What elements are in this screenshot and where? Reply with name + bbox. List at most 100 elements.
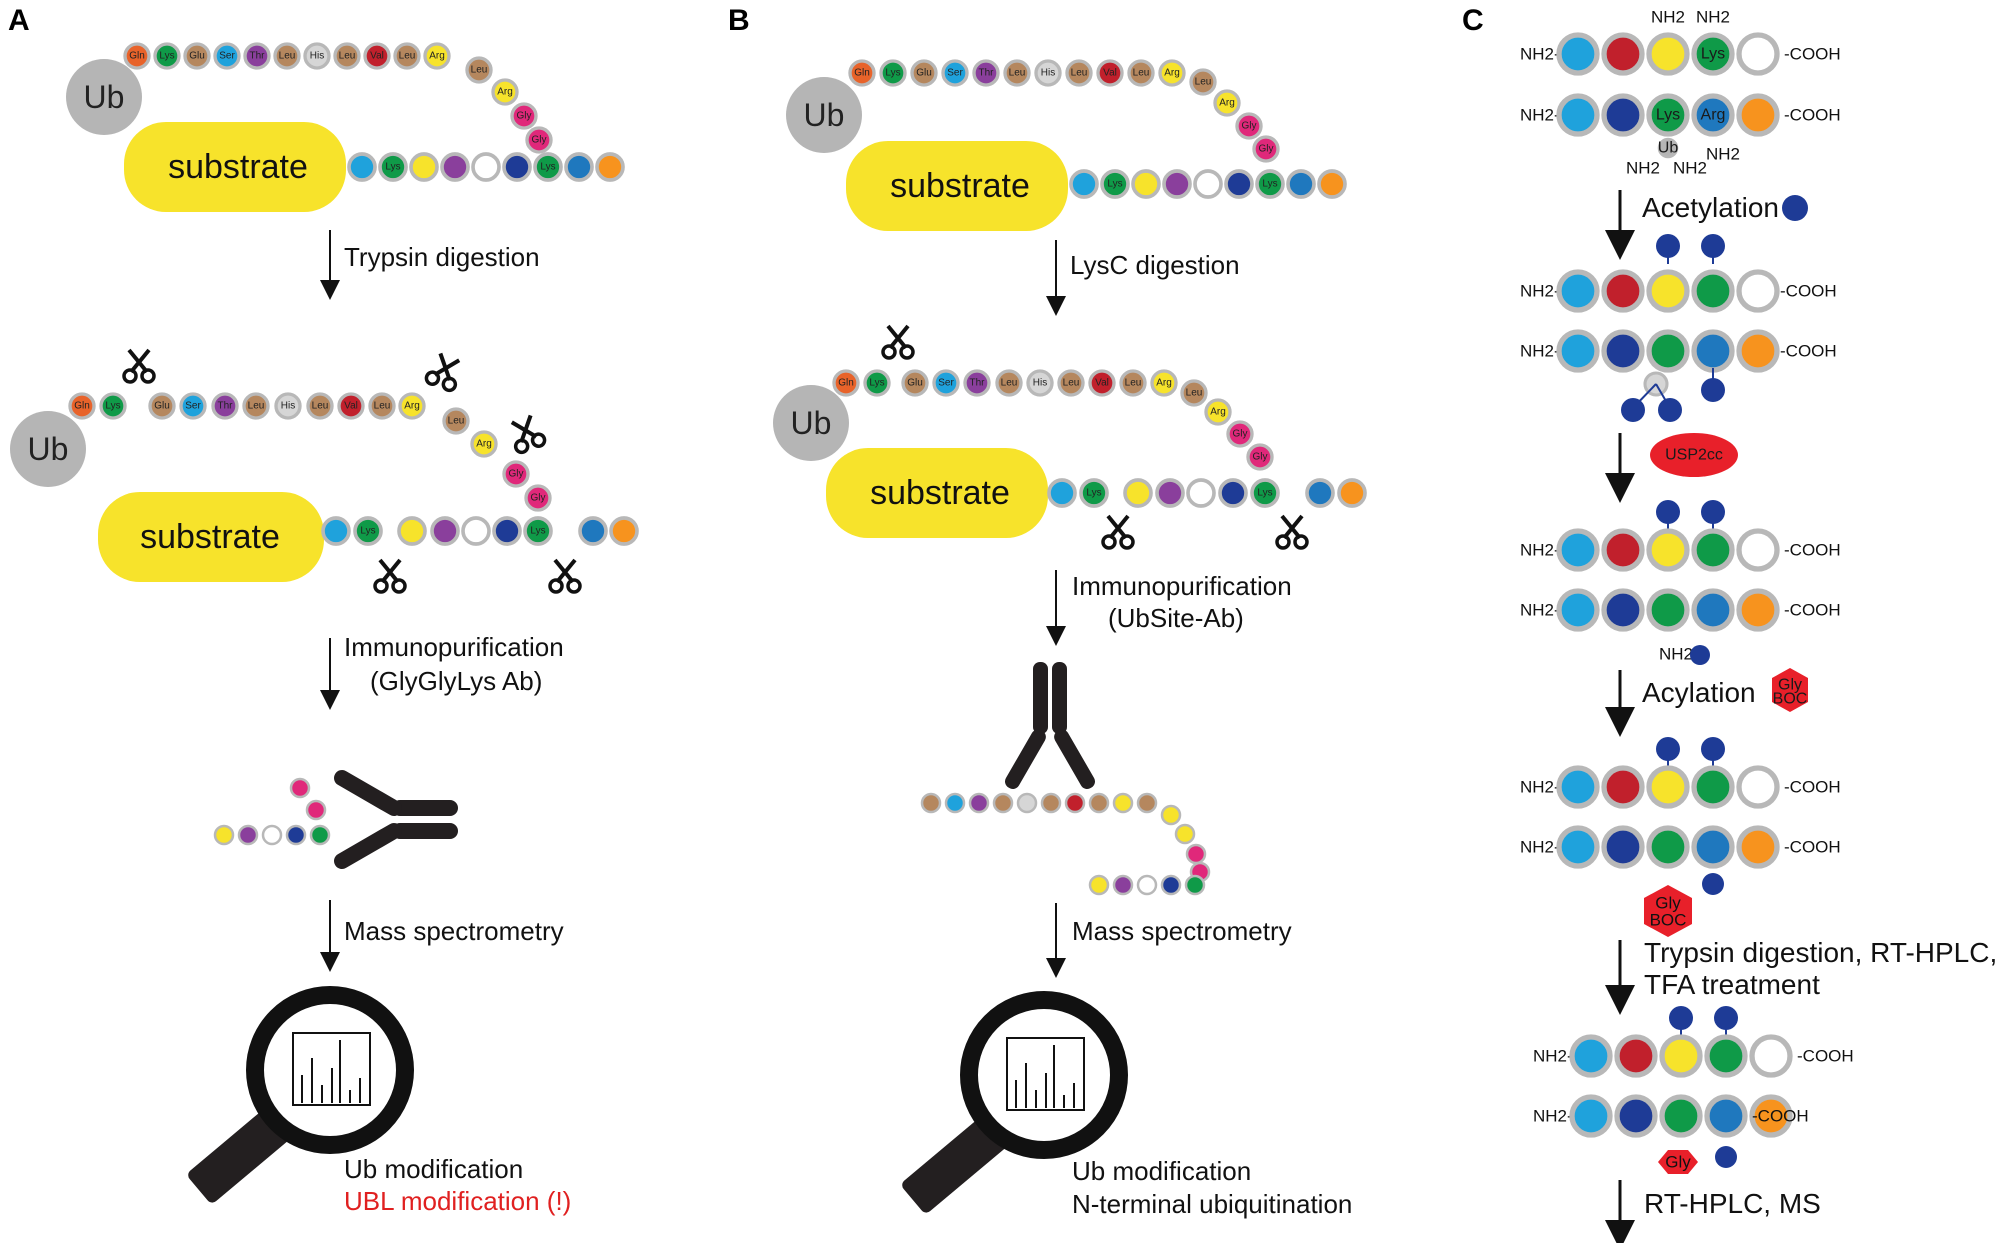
residue-bead: His	[303, 42, 331, 70]
residue-label: Lys	[1086, 488, 1101, 499]
residue-bead	[1704, 1034, 1748, 1078]
residue-bead	[285, 824, 307, 846]
residue-label: Gln	[854, 68, 870, 79]
nh2-label: NH2	[1651, 8, 1685, 27]
scissors-icon	[548, 558, 582, 594]
residue-bead	[1286, 169, 1316, 199]
residue-bead	[1736, 93, 1780, 137]
residue-bead	[1069, 169, 1099, 199]
residue-bead: Arg	[423, 42, 451, 70]
residue-bead: Leu	[393, 42, 421, 70]
c-terminus: -COOH	[1752, 1107, 1809, 1126]
residue-label: Leu	[248, 401, 265, 412]
residue-bead	[1224, 169, 1254, 199]
residue-bead: His	[274, 392, 302, 420]
residue-label: Ser	[947, 68, 963, 79]
residue-label: Gly	[517, 111, 532, 122]
nh2-label: NH2	[1673, 159, 1707, 178]
acetyl-group	[1656, 500, 1680, 524]
gly-group	[1658, 1150, 1698, 1174]
residue-label: Gln	[129, 51, 145, 62]
scissors-icons	[881, 324, 1309, 550]
panel-b-letter: B	[728, 4, 750, 37]
residue-bead	[492, 516, 522, 546]
residue-label: Leu	[1133, 68, 1150, 79]
residue-bead	[305, 799, 327, 821]
residue-bead	[1691, 329, 1735, 373]
antibody-icon	[1005, 662, 1095, 789]
residue-bead: Val	[337, 392, 365, 420]
residue-bead	[1736, 528, 1780, 572]
residue-bead	[1646, 588, 1690, 632]
acetyl-group	[1701, 378, 1725, 402]
residue-bead	[1646, 329, 1690, 373]
residue-bead: Arg	[470, 430, 498, 458]
residue-label: Leu	[1125, 378, 1142, 389]
residue-bead: Lys	[1255, 169, 1285, 199]
residue-label: Lys	[1701, 46, 1725, 63]
residue-label: Leu	[339, 51, 356, 62]
enzyme-label: USP2cc	[1665, 447, 1723, 464]
residue-label: Gln	[838, 378, 854, 389]
residue-bead	[1088, 792, 1110, 814]
residue-label: Leu	[1009, 68, 1026, 79]
residue-bead	[1736, 32, 1780, 76]
ub-label: Ub	[804, 97, 845, 133]
residue-bead	[1691, 528, 1735, 572]
residue-bead	[1556, 329, 1600, 373]
n-terminus: NH2-	[1520, 601, 1560, 620]
c-terminus: -COOH	[1797, 1047, 1854, 1066]
residue-bead: His	[1034, 59, 1062, 87]
residue-label: Leu	[279, 51, 296, 62]
c-terminus: -COOH	[1784, 106, 1841, 125]
gly-label: Gly	[1665, 1153, 1691, 1172]
gly-boc-label: BOC	[1650, 911, 1687, 930]
residue-label: Thr	[250, 51, 266, 62]
residue-bead: Leu	[273, 42, 301, 70]
residue-label: Leu	[1195, 77, 1212, 88]
acetyl-group	[1658, 398, 1682, 422]
substrate-block	[124, 122, 346, 212]
step-trypsin-hplc: Trypsin digestion, RT-HPLC,	[1644, 937, 1997, 968]
residue-bead: Arg	[1158, 59, 1186, 87]
residue-bead: Ser	[213, 42, 241, 70]
residue-bead	[1556, 32, 1600, 76]
result-ubl: UBL modification (!)	[344, 1186, 571, 1216]
residue-bead	[237, 824, 259, 846]
residue-bead	[1749, 1034, 1793, 1078]
residue-bead: Thr	[211, 392, 239, 420]
residue-label: His	[1041, 68, 1055, 79]
residue-label: Lys	[159, 51, 174, 62]
residue-label: Val	[1095, 378, 1109, 389]
usp2cc-enzyme	[1650, 433, 1738, 477]
residue-label: Lys	[1262, 179, 1277, 190]
residue-bead	[471, 152, 501, 182]
nh2-label: NH2	[1696, 8, 1730, 27]
residue-bead: Arg	[1150, 369, 1178, 397]
nh2-label: NH2	[1659, 645, 1693, 664]
residue-label: Lys	[869, 378, 884, 389]
acetyl-group	[1702, 873, 1724, 895]
residue-bead	[1160, 874, 1182, 896]
step-tfa: TFA treatment	[1644, 969, 1820, 1000]
residue-bead: Gly	[524, 484, 552, 512]
residue-bead	[1601, 269, 1645, 313]
residue-bead: Lys	[863, 369, 891, 397]
residue-bead	[1317, 169, 1347, 199]
substrate-label: substrate	[870, 474, 1010, 512]
residue-bead	[968, 792, 990, 814]
substrate-block	[98, 492, 324, 582]
residue-bead	[1601, 765, 1645, 809]
residue-bead	[1160, 804, 1182, 826]
residue-bead	[1614, 1094, 1658, 1138]
residue-label: Thr	[970, 378, 986, 389]
residue-bead: Leu	[242, 392, 270, 420]
residue-bead: Leu	[1127, 59, 1155, 87]
panel-c-letter: C	[1462, 4, 1484, 37]
step-ms: Mass spectrometry	[344, 916, 564, 946]
